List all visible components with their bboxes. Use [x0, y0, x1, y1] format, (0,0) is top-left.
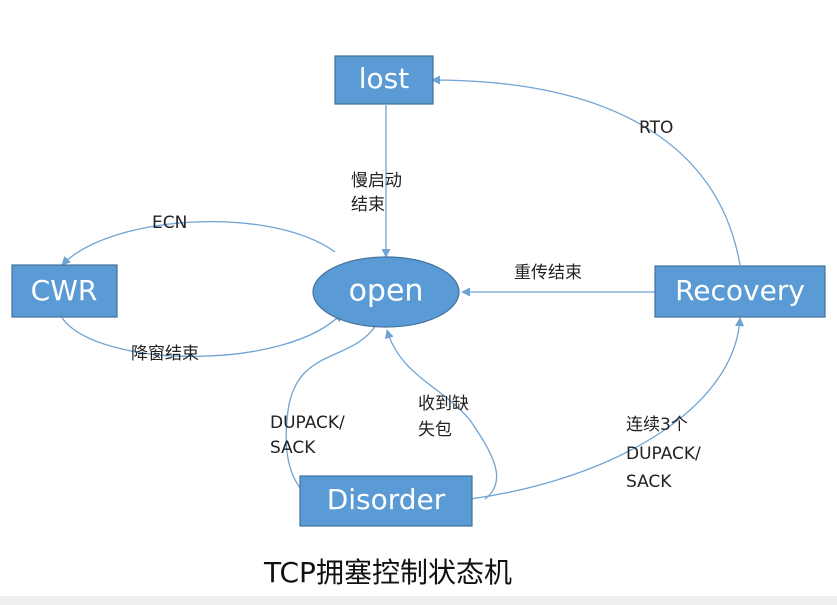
edge-label-received-lost-2: 失包: [418, 420, 452, 440]
edge-label-ecn: ECN: [152, 213, 187, 233]
edge-label-slow-start-2: 结束: [351, 195, 385, 215]
edge-disorder-to-open: [384, 329, 498, 500]
edge-recovery-to-lost: [431, 75, 741, 266]
node-lost-label: lost: [359, 62, 409, 95]
edge-label-dupack-sack-1: DUPACK/: [270, 413, 345, 433]
node-open-label: open: [349, 274, 424, 309]
edge-label-consecutive-dupack-2: DUPACK/: [626, 444, 701, 464]
edge-label-slow-start-1: 慢启动: [351, 170, 402, 191]
node-cwr[interactable]: CWR: [11, 264, 118, 318]
node-lost[interactable]: lost: [334, 55, 434, 105]
edge-cwr-to-open: [61, 312, 343, 358]
edge-label-dupack-sack-2: SACK: [270, 438, 316, 458]
edge-label-window-reduction-end: 降窗结束: [131, 344, 199, 364]
diagram-caption: TCP拥塞控制状态机: [263, 556, 512, 589]
node-disorder[interactable]: Disorder: [299, 475, 473, 527]
edge-label-consecutive-dupack-3: SACK: [626, 472, 672, 492]
node-recovery[interactable]: Recovery: [654, 265, 826, 318]
edge-label-consecutive-dupack-1: 连续3个: [626, 415, 688, 435]
edge-label-rto: RTO: [639, 118, 673, 138]
edge-label-retransmission-end: 重传结束: [514, 263, 582, 283]
edge-label-received-lost-1: 收到缺: [418, 394, 469, 414]
node-recovery-label: Recovery: [675, 274, 805, 307]
bottom-bar: [0, 596, 837, 605]
node-disorder-label: Disorder: [327, 483, 446, 516]
node-cwr-label: CWR: [31, 274, 98, 307]
edge-open-to-cwr: [61, 220, 336, 266]
edge-disorder-to-recovery: [469, 317, 745, 500]
node-open[interactable]: open: [312, 256, 460, 328]
